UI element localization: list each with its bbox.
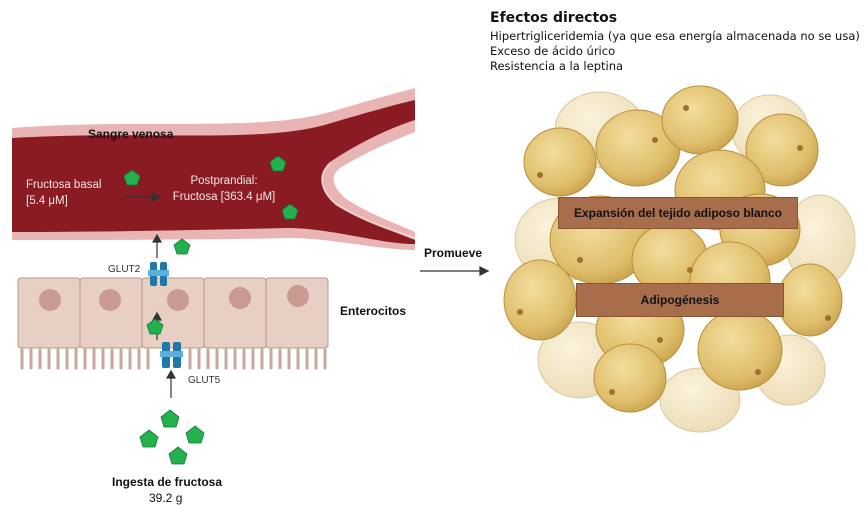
vessel-lumen (12, 100, 415, 244)
enterocytes-label: Enterocitos (340, 304, 406, 318)
adipose-tissue (504, 86, 855, 432)
basal-fructose-box: Fructosa basal [5.4 μM] (22, 177, 120, 209)
postprandial-fructose-value: Fructosa [363.4 μM] (171, 191, 278, 203)
basal-fructose-value: [5.4 μM] (26, 193, 120, 209)
basal-fructose-label: Fructosa basal (26, 177, 120, 193)
effects-title: Efectos directos (490, 10, 617, 26)
effect-item-uric-acid: Exceso de ácido úrico (490, 44, 615, 58)
postprandial-label: Postprandial: (164, 173, 284, 189)
promotes-label: Promueve (424, 246, 482, 260)
glut5-label: GLUT5 (188, 375, 220, 386)
effect-item-hypertriglyceridemia: Hipertrigliceridemia (ya que esa energía… (490, 29, 860, 43)
postprandial-fructose-box: Postprandial: Fructosa [363.4 μM] (164, 173, 284, 205)
fructose-intake-amount: 39.2 g (149, 491, 182, 505)
adipogenesis-label: Adipogénesis (576, 283, 784, 317)
effect-item-leptin-resistance: Resistencia a la leptina (490, 59, 623, 73)
venous-blood-label: Sangre venosa (88, 127, 173, 141)
fructose-intake-label: Ingesta de fructosa (112, 475, 222, 489)
enterocytes (18, 278, 328, 348)
white-adipose-expansion-label: Expansión del tejido adiposo blanco (558, 197, 798, 229)
glut2-label: GLUT2 (108, 264, 140, 275)
